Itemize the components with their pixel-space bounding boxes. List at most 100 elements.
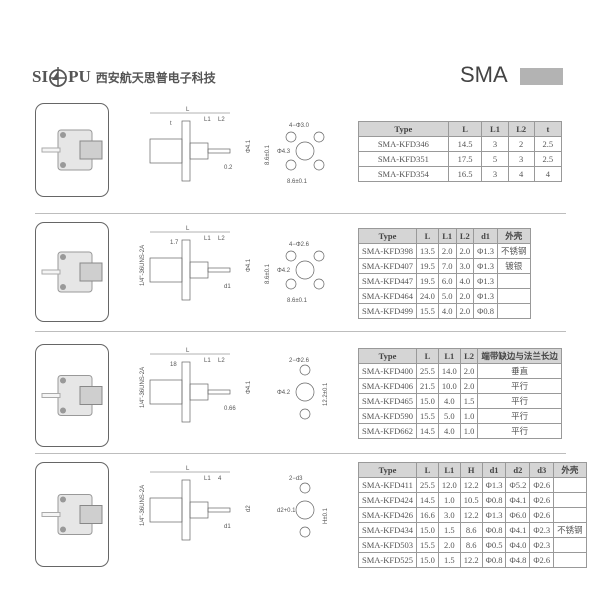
type-cell: SMA-KFD351 <box>358 151 449 167</box>
value-cell: 2 <box>507 136 535 152</box>
dimension-L: L <box>186 226 190 232</box>
brand-text-right: PU <box>68 67 91 86</box>
value-cell: 13.5 <box>416 243 439 259</box>
value-cell: 4.0 <box>437 423 461 439</box>
value-cell: 8.6 <box>459 522 483 538</box>
value-cell: 4.0 <box>455 273 475 289</box>
column-header: L1 <box>437 348 461 364</box>
dimension-L2: L2 <box>218 358 225 364</box>
value-cell: 2.5 <box>533 136 563 152</box>
dimension-L2: L2 <box>218 117 225 123</box>
center-pin <box>207 148 231 154</box>
value-cell: Φ1.3 <box>473 273 498 289</box>
dimension-diameter: d2 <box>246 505 252 512</box>
dimension-L2: L2 <box>218 236 225 242</box>
value-cell: 25.5 <box>416 477 439 493</box>
value-cell: Φ1.3 <box>473 243 498 259</box>
value-cell: Φ1.3 <box>473 258 498 274</box>
logo-emblem-icon <box>49 67 67 87</box>
value-cell: 2.5 <box>533 151 563 167</box>
thread-spec: 1/4"-36UNS-2A <box>140 245 146 286</box>
value-cell: Φ2.6 <box>529 492 555 508</box>
column-header: H <box>459 462 483 478</box>
type-cell: SMA-KFD400 <box>357 363 418 379</box>
dimension-diameter: Φ4.1 <box>246 258 252 272</box>
product-photo <box>35 462 109 567</box>
mount-hole <box>285 159 297 171</box>
value-cell: 16.5 <box>447 166 483 182</box>
type-cell: SMA-KFD411 <box>357 477 418 493</box>
mount-hole <box>299 526 311 538</box>
value-cell: 25.5 <box>416 363 439 379</box>
company-name: 西安航天思普电子科技 <box>95 70 216 85</box>
value-cell: Φ1.3 <box>481 507 507 523</box>
column-header: 端带缺边与法兰长边 <box>477 348 562 364</box>
value-cell: 1.0 <box>437 492 461 508</box>
rear-insulator <box>189 501 209 519</box>
value-cell: 7.0 <box>437 258 457 274</box>
value-cell <box>553 537 587 553</box>
value-cell: Φ4.1 <box>505 522 531 538</box>
series-bar <box>520 68 563 85</box>
dimension-L1: L1 <box>204 476 211 482</box>
type-cell: SMA-KFD406 <box>357 378 418 394</box>
value-cell: 21.5 <box>416 378 439 394</box>
value-cell: 16.6 <box>416 507 439 523</box>
value-cell: 12.2 <box>459 507 483 523</box>
column-header: d2 <box>505 462 531 478</box>
dimension-L: L <box>186 348 190 354</box>
series-title: SMA <box>460 62 508 87</box>
type-cell: SMA-KFD398 <box>357 243 418 259</box>
footprint-height: 12.2±0.1 <box>323 382 329 406</box>
type-cell: SMA-KFD503 <box>357 537 418 553</box>
connector-photo-icon <box>41 129 103 171</box>
dimension-pin: d1 <box>224 284 231 290</box>
value-cell: 14.5 <box>416 492 439 508</box>
column-header: Type <box>357 462 418 478</box>
value-cell: Φ0.8 <box>473 303 498 319</box>
value-cell: 2.0 <box>459 363 479 379</box>
mount-hole <box>299 364 311 376</box>
connector-body <box>149 497 183 523</box>
value-cell: 垂直 <box>477 363 562 379</box>
value-cell: 15.5 <box>416 537 439 553</box>
value-cell: 1.0 <box>459 408 479 424</box>
footprint-height: H±0.1 <box>323 507 329 524</box>
dimension-extra: t <box>170 121 172 127</box>
value-cell: Φ4.0 <box>505 537 531 553</box>
value-cell: 12.2 <box>459 477 483 493</box>
column-header: d3 <box>529 462 555 478</box>
value-cell: Φ2.6 <box>529 477 555 493</box>
value-cell: 8.6 <box>459 537 483 553</box>
section-divider <box>35 213 566 214</box>
value-cell: Φ2.3 <box>529 537 555 553</box>
value-cell: Φ0.8 <box>481 492 507 508</box>
product-photo <box>35 222 109 322</box>
value-cell: 2.0 <box>455 288 475 304</box>
center-pin <box>207 389 231 395</box>
column-header: L <box>447 121 483 137</box>
section-divider <box>35 331 566 332</box>
dimension-pin: d1 <box>224 524 231 530</box>
dimension-diameter: Φ4.1 <box>246 139 252 153</box>
rear-insulator <box>189 142 209 160</box>
value-cell: 1.5 <box>437 522 461 538</box>
hole-callout: 2−d3 <box>289 476 303 482</box>
value-cell: 4.0 <box>437 393 461 409</box>
type-cell: SMA-KFD346 <box>358 136 449 152</box>
value-cell: 5.0 <box>437 288 457 304</box>
value-cell: 2.0 <box>455 243 475 259</box>
dimension-L1: L1 <box>204 236 211 242</box>
value-cell <box>553 492 587 508</box>
hole-callout: 4−Φ3.0 <box>289 123 310 129</box>
dimension-extra: 1.7 <box>170 240 179 246</box>
